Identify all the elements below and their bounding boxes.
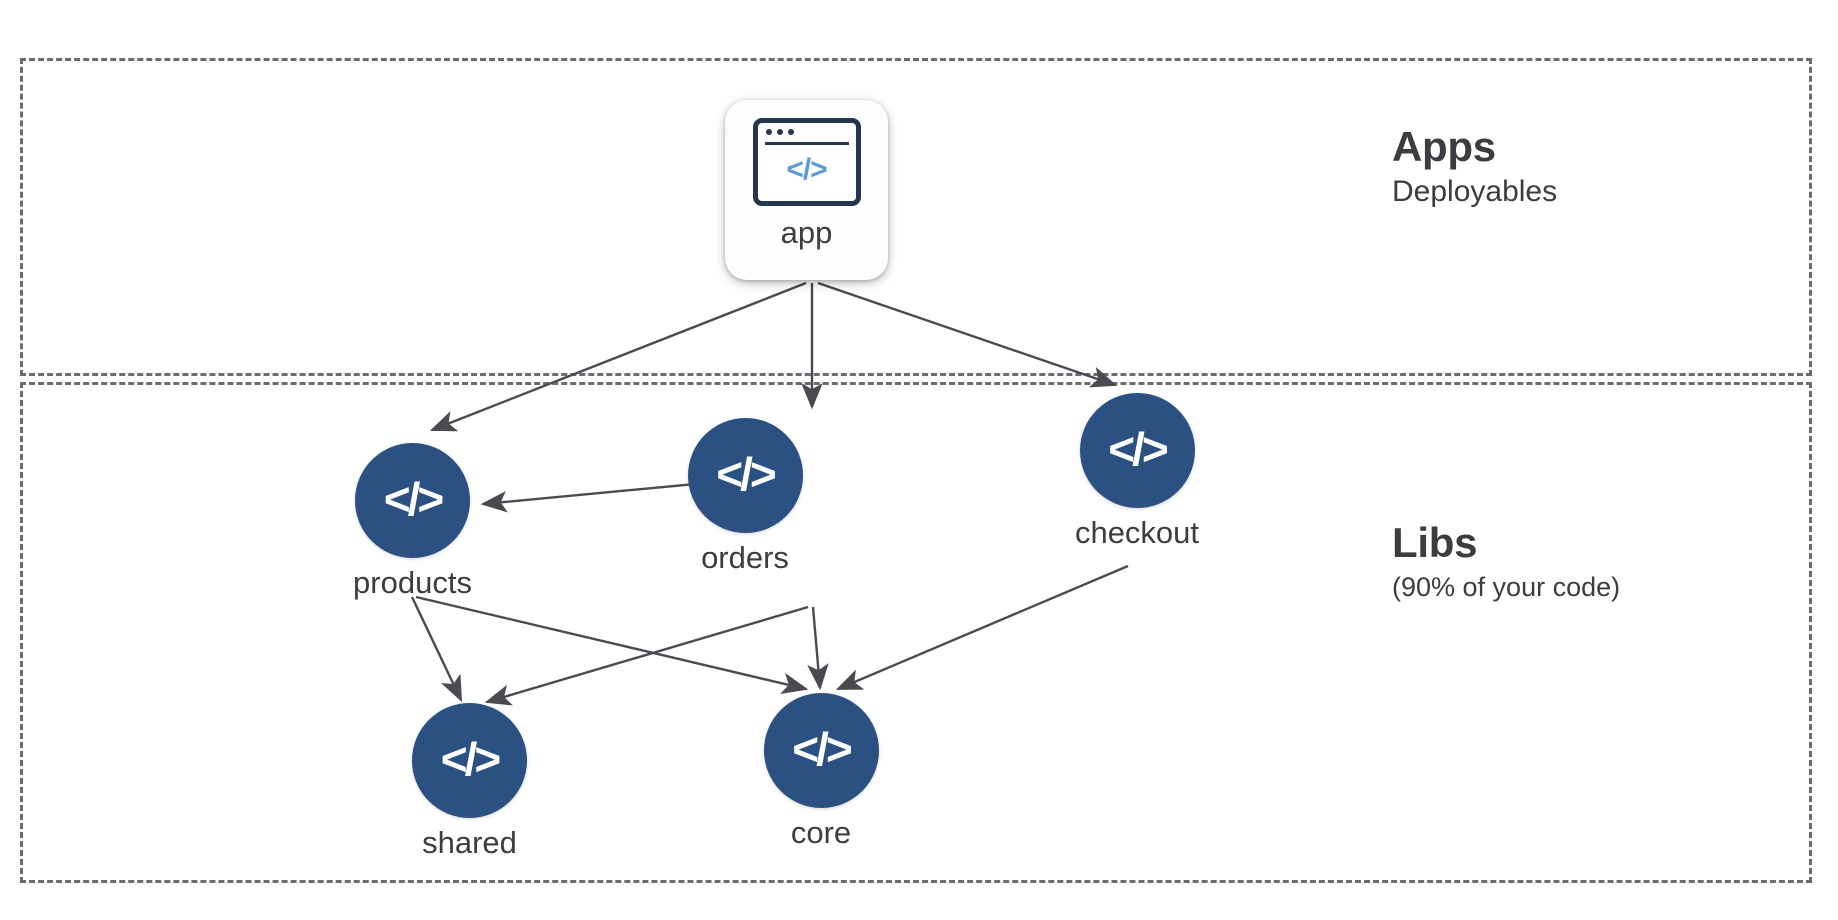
zone-apps-title: Apps	[1392, 123, 1496, 170]
node-core[interactable]: </> core	[706, 693, 936, 850]
code-brackets-icon: </>	[687, 418, 803, 533]
node-app[interactable]: </> app	[725, 100, 888, 280]
code-brackets-icon: </>	[412, 703, 527, 818]
code-brackets-glyph: </>	[1108, 422, 1168, 475]
window-titlebar-divider	[764, 142, 849, 145]
node-core-label: core	[790, 815, 852, 850]
code-brackets-glyph: </>	[786, 153, 827, 186]
node-checkout-label: checkout	[1074, 515, 1200, 550]
zone-apps-caption: Apps Deployables	[1392, 123, 1558, 211]
code-brackets-glyph: </>	[716, 447, 776, 500]
zone-libs-title: Libs	[1392, 519, 1478, 566]
node-app-label: app	[780, 215, 833, 250]
node-shared-label: shared	[422, 825, 517, 860]
code-brackets-glyph: </>	[440, 732, 501, 785]
code-brackets-glyph: </>	[792, 722, 852, 775]
browser-code-icon: </>	[752, 118, 861, 206]
node-products[interactable]: </> products	[290, 443, 535, 600]
code-brackets-icon: </>	[763, 693, 879, 808]
zone-libs-caption: Libs (90% of your code)	[1392, 519, 1621, 605]
window-dots-icon	[765, 129, 794, 135]
code-brackets-icon: </>	[1079, 393, 1195, 508]
node-orders[interactable]: </> orders	[630, 418, 860, 575]
code-brackets-glyph: </>	[383, 472, 444, 525]
node-checkout[interactable]: </> checkout	[1002, 393, 1272, 550]
zone-apps	[20, 58, 1812, 376]
node-orders-label: orders	[701, 540, 789, 575]
zone-libs-subtitle: (90% of your code)	[1392, 572, 1621, 603]
node-products-label: products	[353, 565, 472, 600]
code-brackets-icon: </>	[355, 443, 470, 558]
node-shared[interactable]: </> shared	[352, 703, 587, 860]
zone-apps-subtitle: Deployables	[1392, 175, 1558, 209]
